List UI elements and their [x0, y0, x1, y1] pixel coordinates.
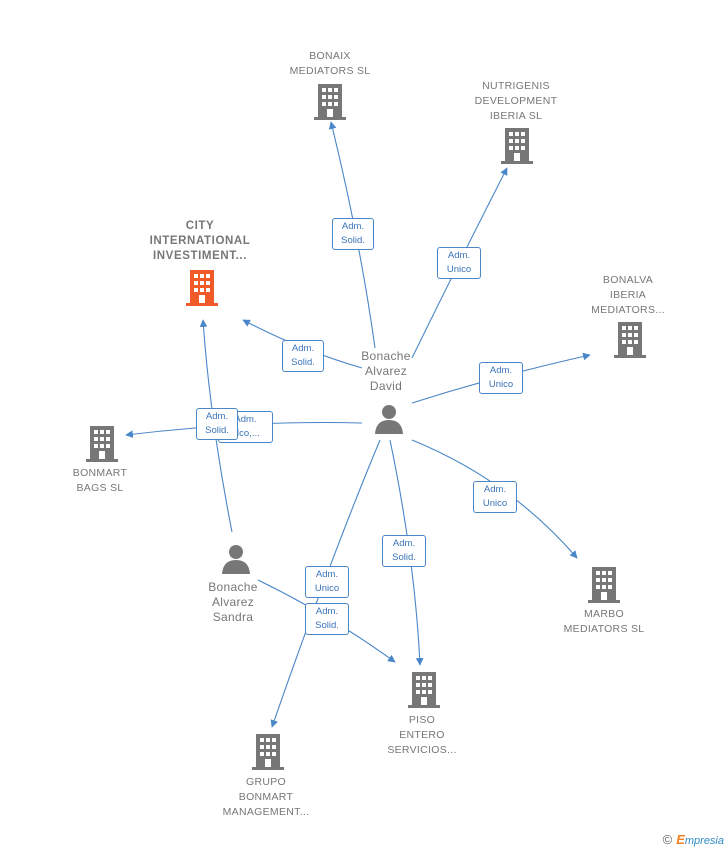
badge-line: Unico: [446, 264, 472, 275]
person-icon: [222, 545, 250, 574]
badge-line: Solid.: [205, 425, 229, 436]
badge-line: Unico: [488, 379, 514, 390]
brand-initial: E: [676, 832, 685, 847]
badge-line: Solid.: [315, 620, 339, 631]
label-line: SERVICIOS...: [387, 744, 457, 756]
label-line: GRUPO: [245, 776, 286, 788]
label-line: BONAIX: [309, 50, 351, 62]
node-label-city[interactable]: CITY INTERNATIONAL INVESTIMENT...: [135, 219, 265, 264]
label-line: BONMART: [72, 467, 128, 479]
node-label-bonmart-bags[interactable]: BONMART BAGS SL: [50, 466, 150, 496]
label-line: David: [369, 379, 403, 393]
building-icon: [588, 567, 620, 603]
empresia-credit[interactable]: ©Empresia: [663, 832, 724, 847]
badge-line: Mco,...: [231, 428, 260, 439]
label-line: Bonache: [361, 349, 411, 363]
relation-badge-bonaix[interactable]: Adm. Solid.: [332, 218, 374, 250]
label-line: BONALVA: [602, 274, 654, 286]
badge-line: Adm.: [447, 250, 471, 261]
badge-line: Unico: [482, 498, 508, 509]
badge-line: Adm.: [392, 538, 416, 549]
label-line: MEDIATORS SL: [563, 623, 645, 635]
node-label-piso[interactable]: PISO ENTERO SERVICIOS...: [364, 713, 480, 758]
label-line: MANAGEMENT...: [222, 806, 310, 818]
badge-line: Solid.: [392, 552, 416, 563]
relation-badge-bonmart-bags[interactable]: Adm. Solid.: [196, 408, 238, 440]
node-label-sandra[interactable]: Bonache Alvarez Sandra: [193, 580, 273, 625]
label-line: Bonache: [208, 580, 258, 594]
copyright-symbol: ©: [662, 832, 673, 847]
relation-badge-nutrigenis[interactable]: Adm. Unico: [437, 247, 481, 279]
building-icon: [252, 734, 284, 770]
label-line: Sandra: [212, 610, 254, 624]
badge-line: Adm.: [291, 343, 315, 354]
label-line: NUTRIGENIS: [482, 80, 550, 92]
person-icon: [375, 405, 403, 434]
relation-badge-marbo[interactable]: Adm. Unico: [473, 481, 517, 513]
label-line: MARBO: [583, 608, 624, 620]
badge-line: Solid.: [291, 357, 315, 368]
node-label-marbo[interactable]: MARBO MEDIATORS SL: [544, 607, 664, 637]
label-line: BONMART: [238, 791, 294, 803]
relation-badge-city[interactable]: Adm. Solid.: [282, 340, 324, 372]
node-label-nutrigenis[interactable]: NUTRIGENIS DEVELOPMENT IBERIA SL: [456, 79, 576, 124]
node-label-bonaix[interactable]: BONAIX MEDIATORS SL: [270, 49, 390, 79]
badge-line: Solid.: [341, 235, 365, 246]
relation-badge-piso[interactable]: Adm. Solid.: [382, 535, 426, 567]
node-label-david[interactable]: Bonache Alvarez David: [346, 349, 426, 394]
label-line: CITY: [185, 220, 215, 232]
label-line: IBERIA SL: [489, 110, 543, 122]
building-icon: [86, 426, 118, 462]
badge-line: Unico: [314, 583, 340, 594]
badge-line: Adm.: [489, 365, 513, 376]
label-line: Alvarez: [364, 364, 408, 378]
badge-line: Adm.: [205, 411, 229, 422]
building-icon: [501, 128, 533, 164]
building-icon: [314, 84, 346, 120]
relation-badge-bonalva[interactable]: Adm. Unico: [479, 362, 523, 394]
building-icon: [614, 322, 646, 358]
badge-line: Adm.: [315, 569, 339, 580]
label-line: Alvarez: [211, 595, 255, 609]
badge-line: Adm.: [341, 221, 365, 232]
label-line: PISO: [408, 714, 436, 726]
label-line: IBERIA: [609, 289, 647, 301]
label-line: INTERNATIONAL: [149, 235, 251, 247]
badge-line: Adm.: [315, 606, 339, 617]
node-label-grupo[interactable]: GRUPO BONMART MANAGEMENT...: [206, 775, 326, 820]
label-line: ENTERO: [399, 729, 445, 741]
label-line: INVESTIMENT...: [152, 250, 248, 262]
node-label-bonalva[interactable]: BONALVA IBERIA MEDIATORS...: [568, 273, 688, 318]
badge-line: Adm.: [483, 484, 507, 495]
building-icon-highlighted: [186, 270, 218, 306]
label-line: BAGS SL: [76, 482, 124, 494]
label-line: DEVELOPMENT: [474, 95, 558, 107]
label-line: MEDIATORS...: [591, 304, 665, 316]
relation-badge-sandra-piso[interactable]: Adm. Solid.: [305, 603, 349, 635]
brand-name: mpresia: [684, 835, 724, 847]
building-icon: [408, 672, 440, 708]
badge-line: Adm.: [234, 414, 257, 425]
relation-badge-grupo[interactable]: Adm. Unico: [305, 566, 349, 598]
label-line: MEDIATORS SL: [289, 65, 371, 77]
